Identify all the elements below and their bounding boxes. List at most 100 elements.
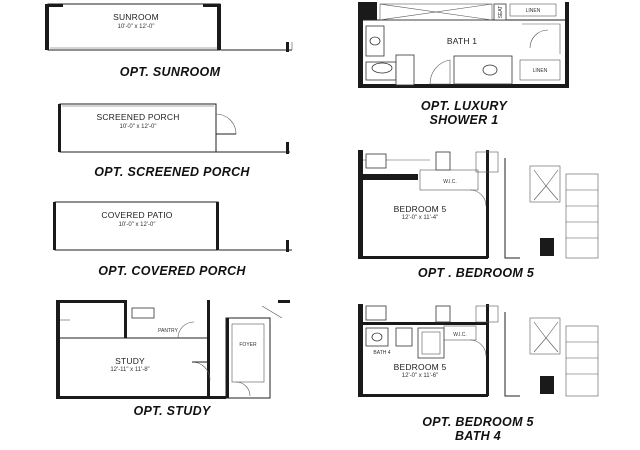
study-pantry-label: PANTRY [158, 328, 178, 334]
bath4-tub [417, 327, 445, 359]
bedroom5-linen [475, 151, 499, 173]
screened-porch-room-dims: 10'-0" x 12'-0" [120, 124, 157, 130]
study-caption: OPT. STUDY [133, 404, 211, 418]
screened-porch-door-swing [215, 113, 237, 135]
covered-patio-left-wall [53, 202, 56, 250]
bath4-linen [475, 305, 499, 323]
shower-caption-line2: SHOWER 1 [429, 113, 498, 127]
shower-caption-line1: OPT. LUXURY [421, 99, 509, 113]
shower-seat [493, 3, 507, 21]
sunroom-left-wall [45, 4, 49, 50]
bedroom5-wic-label: W.I.C. [443, 179, 457, 185]
screened-porch-panel: SCREENED PORCH 10'-0" x 12'-0" OPT. SCRE… [58, 103, 290, 179]
sunroom-right-wall [217, 4, 221, 50]
study-foyer-inner [231, 323, 265, 383]
bedroom5-hall-wall [504, 158, 520, 259]
shower-linen-top-label: LINEN [526, 8, 541, 14]
shower-seat-label: SEAT [498, 6, 504, 19]
bedroom5-panel: W.I.C. BEDROOM 5 12'-0" x 11'-4" OPT . B… [358, 150, 599, 280]
covered-patio-right-wall [216, 202, 219, 250]
bedroom5-stair-post [540, 238, 554, 256]
shower-room-name: BATH 1 [447, 36, 477, 46]
study-left-wall [56, 300, 60, 398]
bedroom5-caption: OPT . BEDROOM 5 [418, 266, 535, 280]
bedroom5-stair-run [565, 173, 599, 259]
shower-sink-left [369, 36, 381, 46]
shower-left-wall [358, 2, 363, 88]
shower-closet [395, 54, 415, 86]
bedroom5-bottom-wall [358, 256, 488, 259]
shower-linen-bottom-label: LINEN [533, 68, 548, 74]
bath4-label: BATH 4 [373, 350, 390, 356]
study-foyer-left-wall [226, 318, 229, 398]
shower-door-swing [429, 59, 451, 85]
bath4-door-swing [469, 339, 487, 357]
bedroom5-left-wall [358, 150, 363, 258]
bath4-tub-inner [421, 331, 441, 355]
bedroom5-bath4-panel: BATH 4 W.I.C. BEDROOM 5 12'-0" x 11'-6" … [358, 304, 599, 443]
bath4-caption-line1: OPT. BEDROOM 5 [422, 415, 534, 429]
bath4-top-wall [358, 322, 488, 325]
shower-enclosure [379, 3, 493, 21]
bath4-right-wall [486, 304, 489, 396]
study-foyer-outline [225, 317, 271, 399]
shower-sink-bottom [482, 64, 498, 76]
bedroom5-right-wall [486, 150, 489, 258]
bath4-bottom-wall [358, 394, 488, 397]
shower-closet-door-swing [529, 29, 549, 49]
bath4-hall-wall [504, 312, 520, 397]
study-entry-diagonal [261, 305, 283, 319]
sunroom-top-wall-left [45, 4, 63, 7]
bath4-vanity-top [365, 305, 387, 321]
shower-corner-block [363, 2, 377, 20]
shower-glass-diagonal-b [379, 3, 493, 21]
bath4-stair-arrow [533, 321, 559, 353]
shower-toilet-bowl [371, 62, 393, 74]
bath4-left-wall [358, 304, 363, 396]
shower-closet-wall [522, 23, 561, 54]
study-room-name: STUDY [115, 356, 145, 366]
bath4-sink-bowl [371, 332, 383, 342]
shower-bottom-wall [358, 84, 568, 88]
bedroom5-stair-arrow [533, 169, 559, 201]
bedroom5-stair-landing [529, 165, 561, 203]
bath4-wic [443, 325, 477, 341]
study-bottom-wall [56, 396, 226, 399]
screened-porch-room-name: SCREENED PORCH [96, 112, 179, 122]
sunroom-room-name: SUNROOM [113, 12, 159, 22]
covered-patio-room-dims: 10'-0" x 12'-0" [119, 222, 156, 228]
study-top-wall [56, 300, 126, 303]
screened-porch-left-wall [58, 104, 61, 152]
study-pantry-door-swing [177, 321, 195, 339]
sunroom-caption: OPT. SUNROOM [120, 65, 221, 79]
covered-patio-caption: OPT. COVERED PORCH [98, 264, 246, 278]
sunroom-panel: SUNROOM 10'-0" x 12'-0" OPT. SUNROOM [45, 3, 293, 79]
screened-porch-wall-end [286, 142, 289, 154]
shower-right-wall [565, 2, 569, 88]
sunroom-room-dims: 10'-0" x 12'-0" [118, 24, 155, 30]
bath4-stair-run [565, 325, 599, 397]
study-foyer-door-swing [235, 381, 251, 397]
bedroom5-door-swing [469, 189, 487, 207]
bath4-toilet [395, 327, 413, 347]
study-pantry-divider [124, 300, 127, 338]
study-entry-stub [278, 300, 290, 303]
study-foyer-label: FOYER [239, 342, 257, 348]
bath4-room-dims: 12'-0" x 11'-6" [402, 373, 438, 379]
bath4-wic-label: W.I.C. [453, 332, 467, 338]
sunroom-top-wall-right [203, 4, 221, 7]
bedroom5-wic [419, 169, 479, 191]
study-right-wall [207, 300, 210, 398]
sunroom-house-wall-end [286, 42, 289, 52]
bath4-stair-landing [529, 317, 561, 355]
covered-patio-panel: COVERED PATIO 10'-0" x 12'-0" OPT. COVER… [53, 201, 292, 278]
bath4-toilet-top [435, 305, 451, 323]
shower-linen-top [509, 3, 557, 17]
study-pantry-shelf [131, 307, 155, 319]
bedroom5-vanity [365, 153, 387, 169]
study-room-dims: 12'-11" x 11'-8" [110, 367, 149, 373]
bath4-stair-post [540, 376, 554, 394]
covered-patio-wall-end [286, 240, 289, 252]
bedroom5-room-dims: 12'-0" x 11'-4" [402, 215, 438, 221]
